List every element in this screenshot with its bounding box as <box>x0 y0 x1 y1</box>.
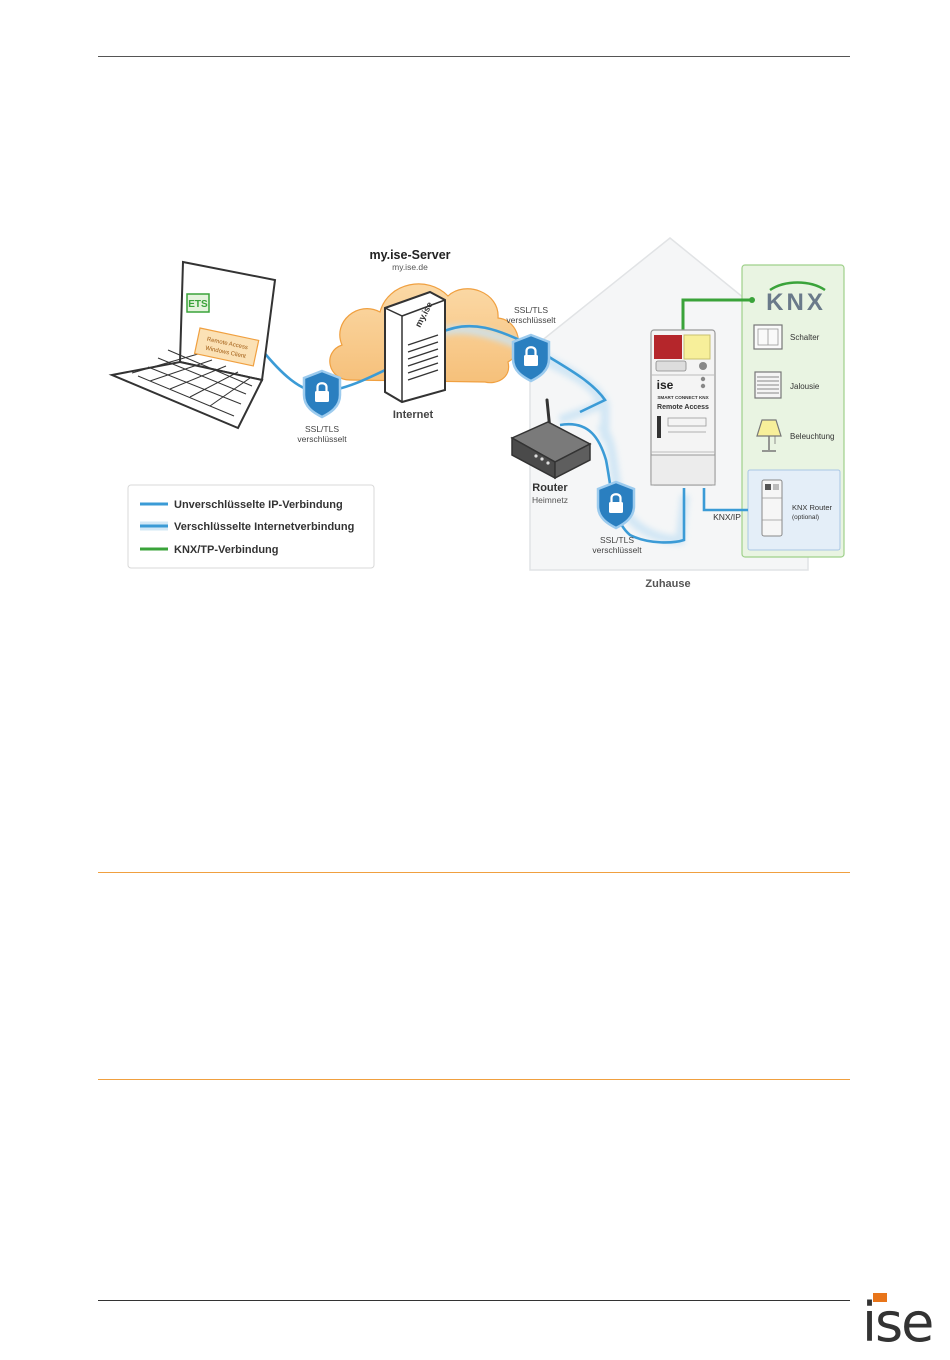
knx-router-device-icon <box>761 479 783 537</box>
router-subtitle: Heimnetz <box>532 495 568 505</box>
ise-logo: ise <box>862 1293 934 1350</box>
knx-logo: KNX <box>766 289 826 316</box>
legend-item-knx: KNX/TP-Verbindung <box>174 544 279 556</box>
knx-router-line2: (optional) <box>792 514 819 521</box>
legend: Unverschlüsselte IP-Verbindung Verschlüs… <box>127 484 375 569</box>
ssl-left-line2: verschlüsselt <box>297 434 347 444</box>
shield-lock-icon <box>302 369 342 419</box>
knx-line-end <box>749 297 755 303</box>
knx-tp-line <box>681 298 752 336</box>
router-title: Router <box>532 482 568 494</box>
lamp-icon <box>756 419 782 452</box>
laptop-icon: ETS Remote Access Windows Client <box>108 260 277 430</box>
ssl-left-line1: SSL/TLS <box>305 424 339 434</box>
switch-icon <box>753 324 783 350</box>
header-rule <box>98 56 850 57</box>
ssl-top-line2: verschlüsselt <box>506 315 556 325</box>
legend-item-encrypted: Verschlüsselte Internetverbindung <box>174 521 354 533</box>
shield-lock-icon <box>511 333 551 383</box>
note-rule-bottom <box>98 1079 850 1080</box>
blind-icon <box>754 371 782 399</box>
note-rule-top <box>98 872 850 873</box>
knx-router-line1: KNX Router <box>792 503 833 512</box>
device-name: Remote Access <box>657 404 709 411</box>
router-icon <box>510 398 592 480</box>
ets-label: ETS <box>188 299 208 310</box>
server-title: my.ise-Server <box>369 248 450 262</box>
device-brand: ise <box>657 378 674 392</box>
device-model: SMART CONNECT KNX <box>657 395 709 400</box>
ssl-bottom-line2: verschlüsselt <box>592 545 642 555</box>
knx-ip-label: KNX/IP <box>713 512 741 522</box>
footer-rule <box>98 1300 850 1301</box>
ssl-bottom-line1: SSL/TLS <box>600 535 634 545</box>
server-icon: my.ise <box>384 290 446 404</box>
home-label: Zuhause <box>645 578 690 590</box>
knx-logo-arc <box>769 281 826 292</box>
internet-label: Internet <box>393 409 434 421</box>
ssl-top-line1: SSL/TLS <box>514 305 548 315</box>
shield-lock-icon <box>596 480 636 530</box>
remote-access-device: ise SMART CONNECT KNX Remote Access <box>650 329 716 486</box>
beleuchtung-label: Beleuchtung <box>790 432 834 441</box>
legend-item-ip: Unverschlüsselte IP-Verbindung <box>174 499 343 511</box>
logo-accent <box>873 1293 887 1302</box>
jalousie-label: Jalousie <box>790 382 820 391</box>
schalter-label: Schalter <box>790 333 820 342</box>
server-subtitle: my.ise.de <box>392 262 428 272</box>
remote-access-diagram: Zuhause ETS <box>108 237 845 590</box>
logo-text: ise <box>862 1291 934 1354</box>
